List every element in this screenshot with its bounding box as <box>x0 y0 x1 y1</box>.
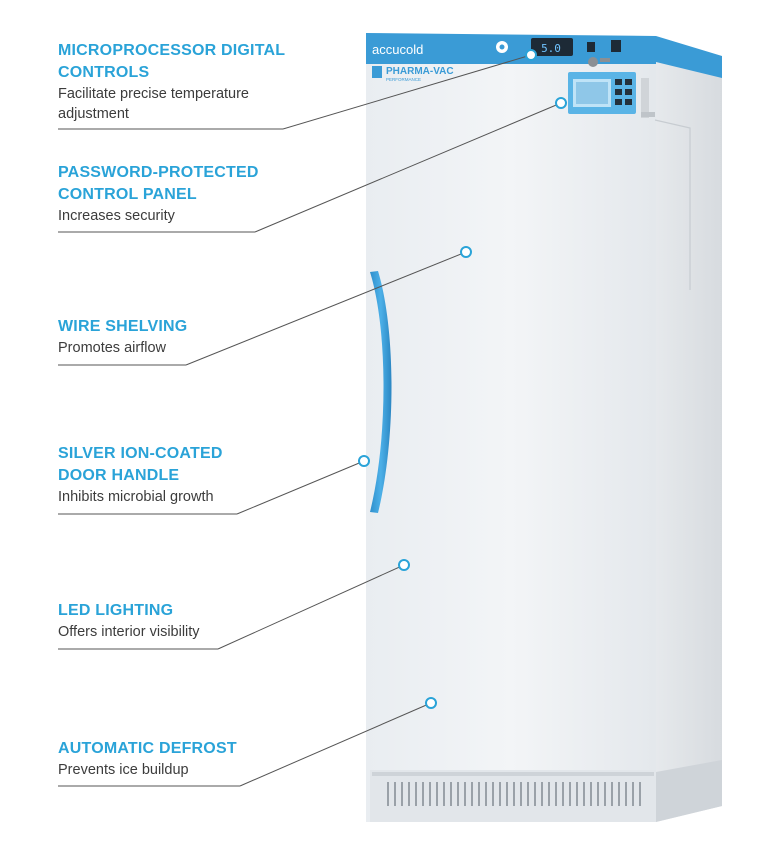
leader-line <box>217 564 405 650</box>
feature-title: PASSWORD-PROTECTED CONTROL PANEL <box>58 164 259 203</box>
feature-auto-defrost: AUTOMATIC DEFROST Prevents ice buildup <box>58 738 308 780</box>
callout-dot <box>460 246 472 258</box>
feature-microprocessor-controls: MICROPROCESSOR DIGITAL CONTROLS Facilita… <box>58 40 308 124</box>
feature-led-lighting: LED LIGHTING Offers interior visibility <box>58 600 308 642</box>
cabinet-front <box>366 36 656 822</box>
cabinet-side <box>656 40 722 822</box>
callout-dot <box>555 97 567 109</box>
feature-title: SILVER ION-COATED DOOR HANDLE <box>58 445 223 484</box>
door-handle <box>370 271 392 513</box>
callout-dot <box>525 49 537 61</box>
digital-display <box>531 38 573 56</box>
feature-description: Promotes airflow <box>58 340 166 356</box>
leader-line <box>254 102 562 233</box>
key-lock-icon <box>588 57 598 67</box>
feature-description: Inhibits microbial growth <box>58 489 214 505</box>
feature-description: Prevents ice buildup <box>58 762 189 778</box>
sub-brand-tag: PERFORMANCE <box>386 77 421 82</box>
feature-description: Facilitate precise temperature adjustmen… <box>58 86 249 122</box>
feature-password-panel: PASSWORD-PROTECTED CONTROL PANEL Increas… <box>58 162 308 226</box>
feature-wire-shelving: WIRE SHELVING Promotes airflow <box>58 316 308 358</box>
feature-title: WIRE SHELVING <box>58 318 188 335</box>
callout-dot <box>358 455 370 467</box>
callout-dot <box>398 559 410 571</box>
brand-logo: accucold <box>372 42 423 57</box>
leader-line <box>282 54 532 130</box>
feature-title: AUTOMATIC DEFROST <box>58 740 237 757</box>
feature-title: MICROPROCESSOR DIGITAL CONTROLS <box>58 42 286 81</box>
feature-title: LED LIGHTING <box>58 602 174 619</box>
callout-dot <box>425 697 437 709</box>
sub-brand-logo: PHARMA-VAC <box>386 66 454 77</box>
leader-line <box>236 460 365 515</box>
leader-line <box>239 702 432 787</box>
leader-line <box>185 251 467 366</box>
feature-description: Offers interior visibility <box>58 624 200 640</box>
display-reading: 5.0 <box>541 42 561 55</box>
feature-description: Increases security <box>58 208 175 224</box>
feature-door-handle: SILVER ION-COATED DOOR HANDLE Inhibits m… <box>58 443 308 507</box>
